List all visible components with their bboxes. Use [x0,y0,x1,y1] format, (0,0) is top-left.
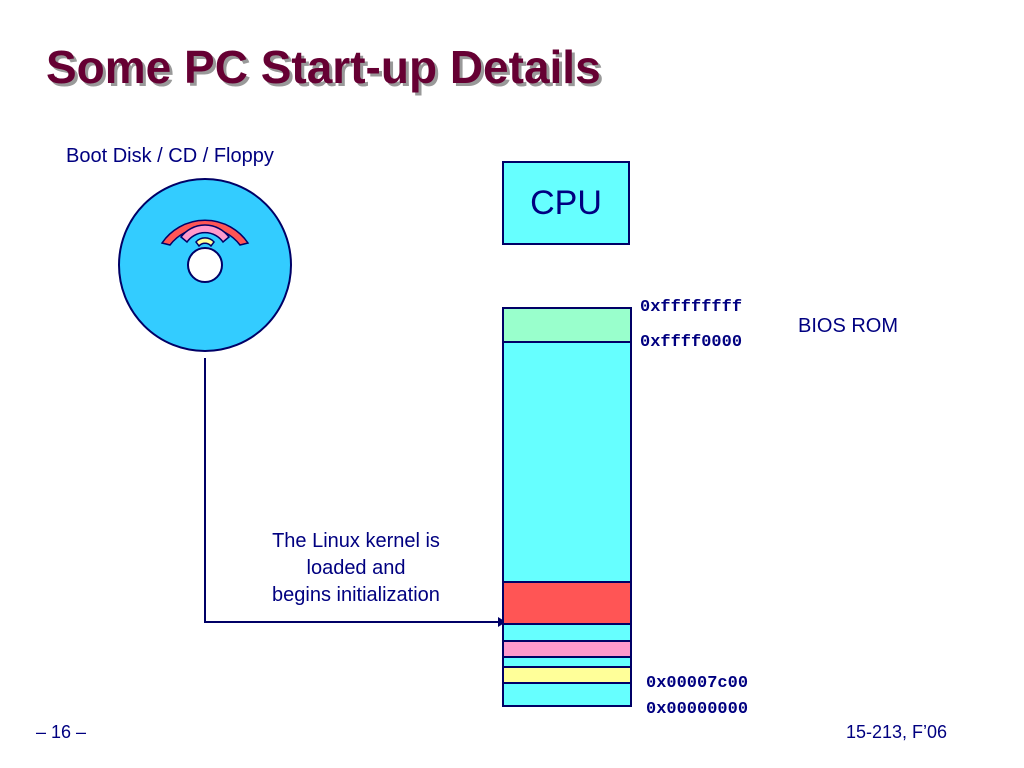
boot-sector-region [504,666,630,684]
slide-title: Some PC Start-up Details [46,41,601,93]
cpu-label: CPU [530,183,602,222]
boot-disk-label: Boot Disk / CD / Floppy [66,145,274,167]
kernel-caption: The Linux kernel is loaded and begins in… [240,528,472,609]
course-label: 15-213, F’06 [846,722,948,742]
address-bios-start: 0xffff0000 [640,333,743,352]
cpu-box: CPU [502,161,630,245]
pink-region [504,640,630,658]
address-top: 0xffffffff [640,298,743,317]
caption-line-2: loaded and [306,557,406,579]
caption-line-3: begins initialization [272,584,440,606]
address-boot-sector: 0x00007c00 [646,674,749,693]
page-number: – 16 – [36,722,87,742]
bios-rom-region [504,307,630,343]
memory-map [502,307,632,707]
address-bottom: 0x00000000 [646,700,749,719]
kernel-region [504,581,630,625]
bios-rom-label: BIOS ROM [798,315,899,337]
boot-disk-icon [118,178,292,352]
caption-line-1: The Linux kernel is [272,530,440,552]
